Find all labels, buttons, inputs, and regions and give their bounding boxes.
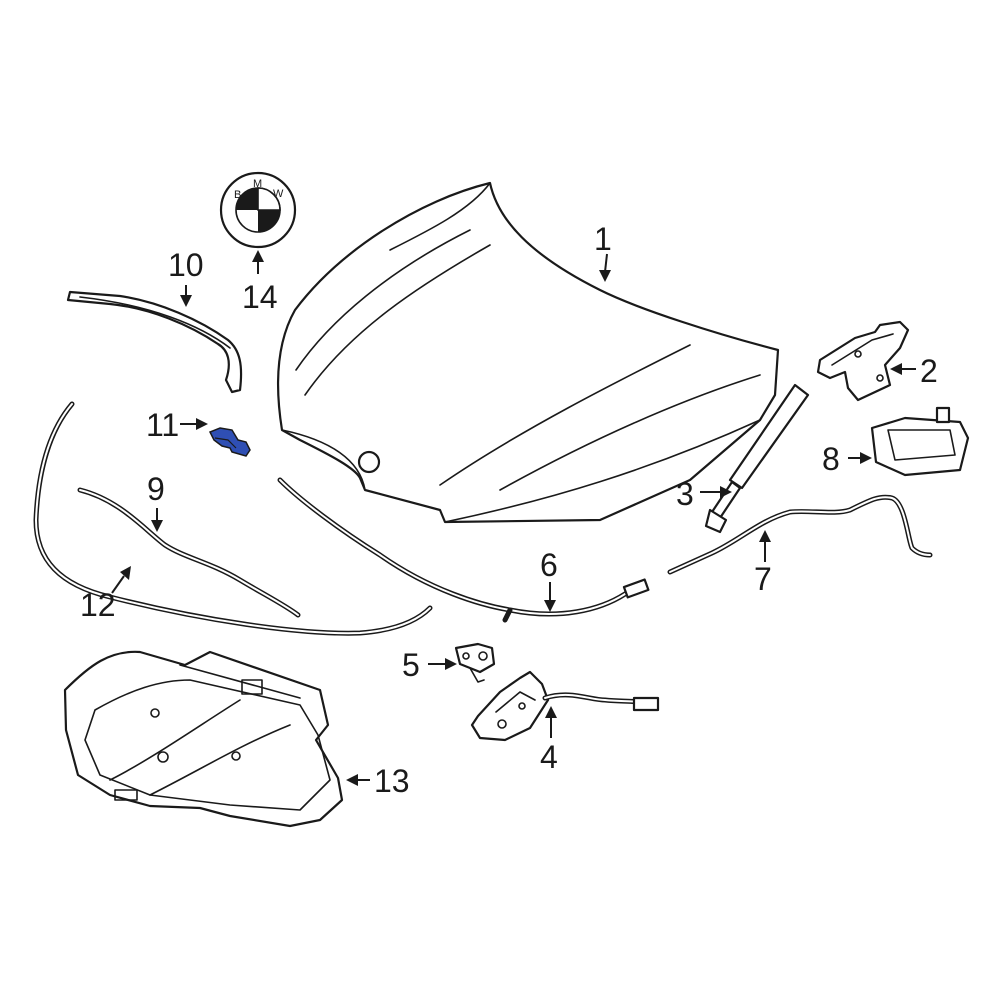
part-seal-strip[interactable] xyxy=(66,290,243,394)
part-bowden-cable[interactable] xyxy=(277,477,650,623)
hood-emblem-hole xyxy=(357,450,381,474)
part-release-cable[interactable] xyxy=(667,494,933,575)
callout-1: 1 xyxy=(594,221,612,257)
part-striker-plate[interactable] xyxy=(454,642,496,683)
callout-10: 10 xyxy=(168,247,204,283)
callout-13: 13 xyxy=(374,763,410,799)
callout-6: 6 xyxy=(540,547,558,583)
emblem-letter-b: B xyxy=(234,189,241,201)
callout-4: 4 xyxy=(540,739,558,775)
callout-12: 12 xyxy=(80,587,116,623)
part-lower-seal[interactable] xyxy=(77,487,301,618)
callout-14: 14 xyxy=(242,279,278,315)
callout-11: 11 xyxy=(146,407,179,443)
part-latch-switch[interactable] xyxy=(870,406,970,477)
callout-leaders xyxy=(111,250,916,786)
part-hinge[interactable] xyxy=(816,320,910,402)
callout-9: 9 xyxy=(147,471,165,507)
callout-3: 3 xyxy=(676,476,694,512)
emblem-letter-m: M xyxy=(253,178,262,190)
emblem-letter-w: W xyxy=(273,188,284,200)
part-emblem[interactable]: B M W xyxy=(219,171,297,249)
callout-8: 8 xyxy=(822,441,840,477)
callout-5: 5 xyxy=(402,647,420,683)
part-hood-latch[interactable] xyxy=(470,670,660,742)
part-gas-strut[interactable] xyxy=(704,383,810,534)
part-long-seal[interactable] xyxy=(33,401,433,636)
part-hood[interactable] xyxy=(276,181,780,524)
callout-7: 7 xyxy=(754,561,772,597)
part-bracket-highlighted[interactable] xyxy=(208,427,251,457)
part-underbody-shield[interactable] xyxy=(63,650,344,828)
callout-2: 2 xyxy=(920,353,938,389)
